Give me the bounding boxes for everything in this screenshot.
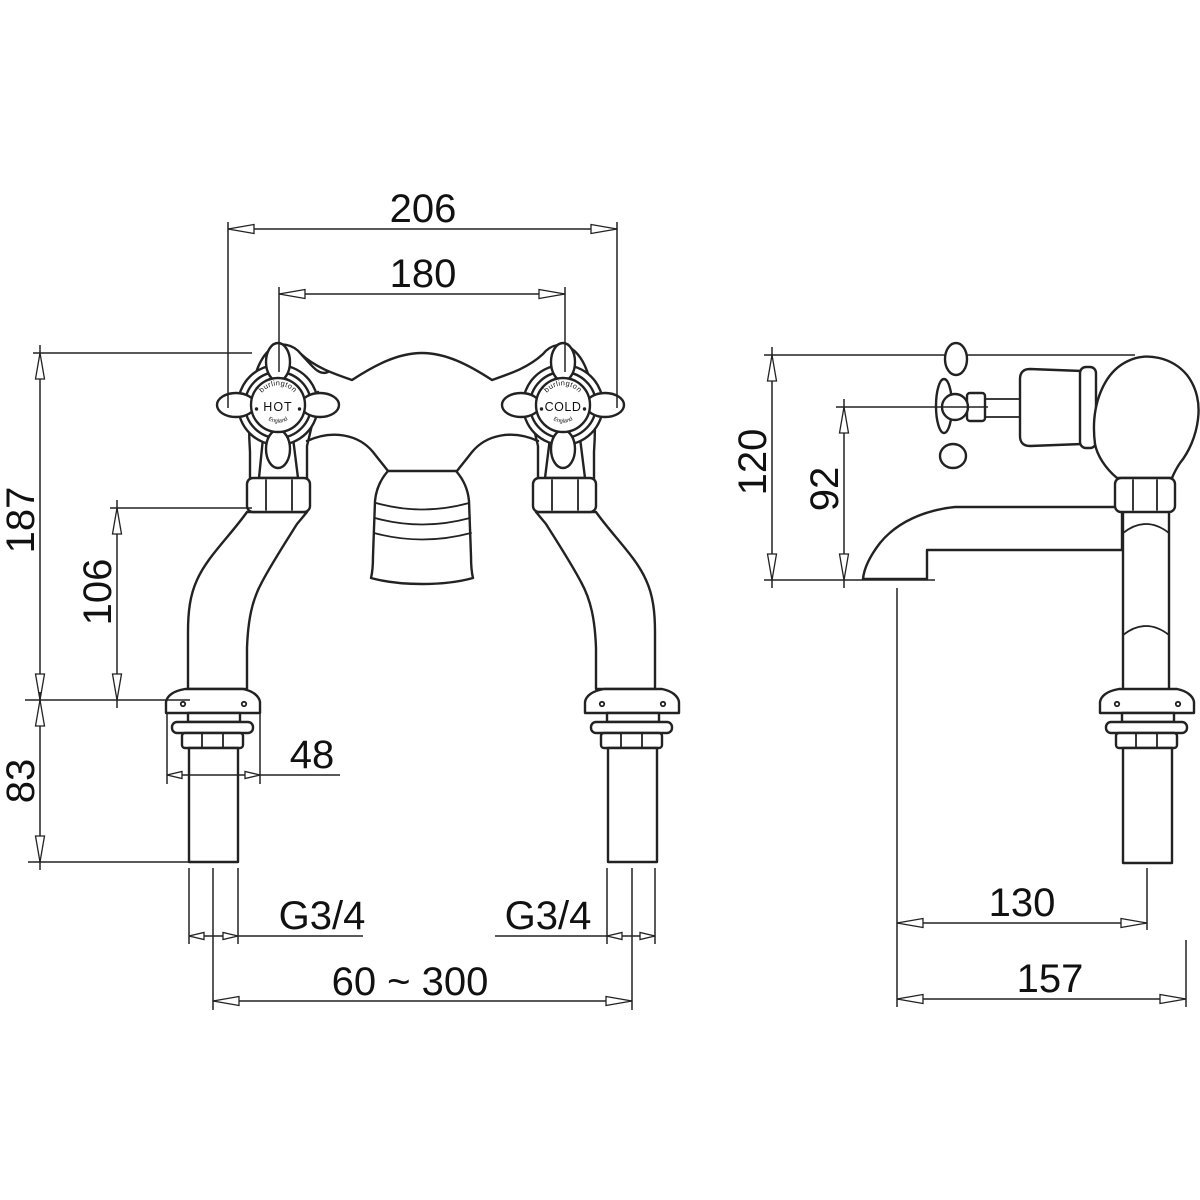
side-body-dome bbox=[1092, 355, 1200, 480]
right-tail bbox=[583, 687, 681, 864]
side-hex-nut bbox=[1113, 476, 1177, 514]
hot-origin-text: England bbox=[267, 416, 289, 424]
handle-lobe-left bbox=[500, 391, 542, 419]
side-spout bbox=[861, 505, 1124, 581]
dim-106: 106 bbox=[76, 500, 252, 708]
hot-brand-text: burlington bbox=[257, 378, 299, 394]
right-flange bbox=[583, 687, 681, 715]
cold-origin-text: England bbox=[552, 416, 574, 424]
right-hex-nut bbox=[531, 476, 598, 514]
cold-brand-text: burlington bbox=[542, 378, 584, 394]
dim-130: 130 bbox=[896, 588, 1148, 1007]
indice-dot bbox=[582, 407, 587, 411]
handle-lobe-bottom bbox=[264, 428, 292, 470]
dim-60-300-label: 60 ~ 300 bbox=[332, 960, 489, 1004]
dim-48: 48 bbox=[166, 714, 340, 784]
bridge-arch-left bbox=[305, 433, 390, 473]
left-flange bbox=[164, 687, 262, 715]
indice-dot bbox=[297, 407, 302, 411]
side-handle bbox=[934, 341, 1022, 470]
dim-83: 83 bbox=[0, 692, 192, 870]
dim-157-label: 157 bbox=[1017, 957, 1084, 1001]
dim-187: 187 bbox=[0, 345, 252, 708]
side-tail bbox=[1098, 687, 1196, 865]
spout-band-3 bbox=[373, 532, 472, 541]
flange-dot bbox=[659, 700, 667, 708]
handle-lobe-right bbox=[584, 391, 626, 419]
right-leg bbox=[534, 510, 657, 691]
dim-g34-right-label: G3/4 bbox=[505, 894, 592, 938]
dim-180: 180 bbox=[278, 252, 566, 372]
handle-knob-bottom bbox=[938, 442, 968, 470]
handle-lobe-left bbox=[215, 391, 257, 419]
cold-indice bbox=[534, 376, 592, 434]
dim-187-label: 187 bbox=[0, 487, 43, 554]
left-washer bbox=[170, 720, 255, 735]
dim-92: 92 bbox=[803, 399, 988, 588]
left-leg bbox=[186, 510, 309, 691]
spout-band-1 bbox=[375, 502, 470, 511]
side-washer bbox=[1104, 720, 1189, 735]
flange-dot bbox=[1113, 700, 1121, 708]
side-view: 120 92 130 157 bbox=[731, 341, 1200, 1007]
dim-g34-right: G3/4 bbox=[495, 868, 656, 1010]
indice-dot bbox=[539, 407, 544, 411]
handle-lobe-right bbox=[299, 391, 341, 419]
dim-120: 120 bbox=[731, 347, 935, 588]
left-thread-upper bbox=[186, 711, 242, 724]
spout-band-2 bbox=[374, 517, 471, 526]
side-thread-upper bbox=[1120, 711, 1176, 724]
dim-206: 206 bbox=[227, 187, 618, 408]
dim-48-label: 48 bbox=[290, 733, 335, 777]
left-tail bbox=[164, 687, 262, 864]
right-washer bbox=[589, 720, 674, 735]
dim-g34-left: G3/4 bbox=[188, 868, 366, 1010]
side-backnut bbox=[1114, 731, 1179, 750]
left-backnut bbox=[180, 731, 245, 750]
left-threaded-tail bbox=[187, 746, 240, 864]
handle-knob-top bbox=[943, 341, 969, 377]
dim-92-label: 92 bbox=[803, 467, 847, 512]
dim-g34-left-label: G3/4 bbox=[279, 894, 366, 938]
dim-206-label: 206 bbox=[390, 187, 457, 231]
right-threaded-tail bbox=[606, 746, 659, 864]
handle-lobe-top bbox=[549, 341, 577, 383]
spout bbox=[369, 469, 475, 586]
flange-dot bbox=[1174, 700, 1182, 708]
side-pipe bbox=[1121, 510, 1171, 691]
indice-dot bbox=[254, 407, 259, 411]
hot-label: HOT bbox=[263, 400, 292, 414]
side-bonnet bbox=[1018, 367, 1084, 448]
right-backnut bbox=[599, 731, 664, 750]
side-flange bbox=[1098, 687, 1196, 715]
handle-lobe-bottom bbox=[549, 428, 577, 470]
hot-indice bbox=[249, 376, 307, 434]
dim-157: 157 bbox=[896, 940, 1187, 1007]
dim-120-label: 120 bbox=[731, 429, 775, 496]
hot-handle: burlington HOT England bbox=[215, 341, 341, 470]
dim-130-label: 130 bbox=[989, 881, 1056, 925]
flange-dot bbox=[598, 700, 606, 708]
front-view: burlington HOT England burlington COLD E… bbox=[0, 187, 681, 1010]
dim-60-300: 60 ~ 300 bbox=[212, 960, 633, 1007]
right-thread-upper bbox=[605, 711, 661, 724]
cold-label: COLD bbox=[545, 400, 582, 414]
side-threaded-tail bbox=[1121, 746, 1174, 865]
dim-106-label: 106 bbox=[76, 559, 120, 626]
left-hex-nut bbox=[245, 476, 312, 514]
dim-180-label: 180 bbox=[390, 252, 457, 296]
bridge-arch-right bbox=[455, 433, 540, 473]
flange-dot bbox=[179, 700, 187, 708]
cold-handle: burlington COLD England bbox=[500, 341, 626, 470]
flange-dot bbox=[240, 700, 248, 708]
handle-lobe-top bbox=[264, 341, 292, 383]
dim-83-label: 83 bbox=[0, 759, 43, 804]
